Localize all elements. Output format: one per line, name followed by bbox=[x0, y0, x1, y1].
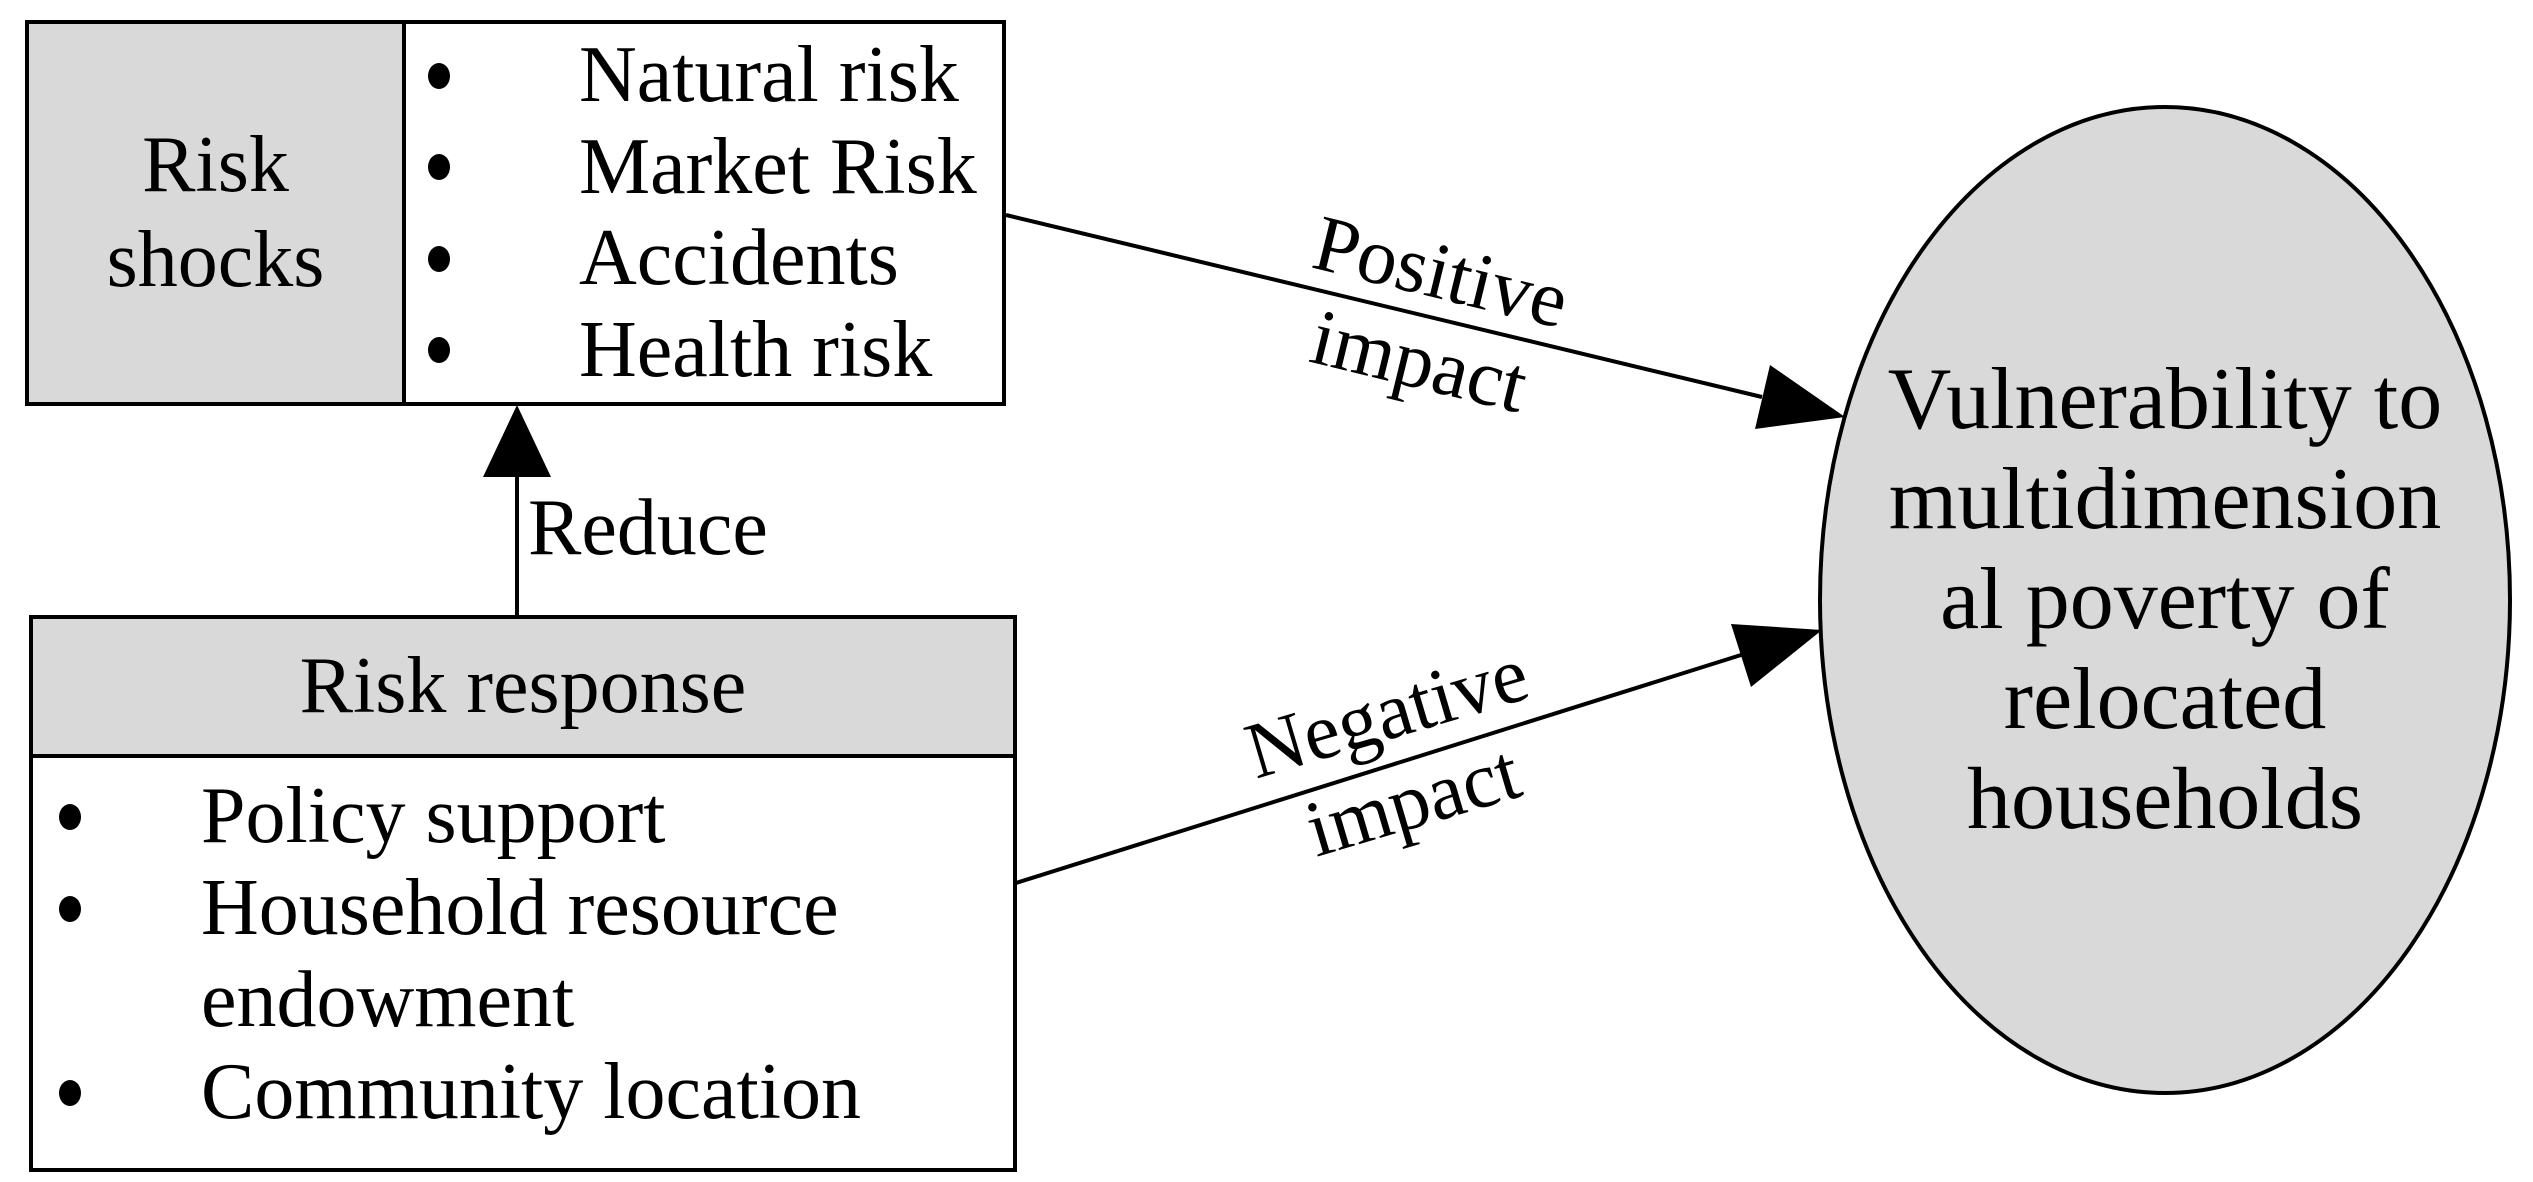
vulnerability-ellipse-text: Vulnerability to multidimension al pover… bbox=[1888, 350, 2442, 850]
bullet-icon bbox=[428, 245, 450, 272]
list-item: Household resource endowment bbox=[59, 862, 1013, 1046]
list-item: Accidents bbox=[428, 213, 1002, 305]
risk-shocks-title: Risk shocks bbox=[106, 121, 325, 304]
bullet-icon bbox=[428, 154, 450, 181]
list-item: Policy support bbox=[59, 770, 1013, 862]
list-item-line: endowment bbox=[201, 956, 575, 1044]
vulnerability-ellipse bbox=[1818, 105, 2512, 1095]
list-item-label: Community location bbox=[201, 1048, 861, 1136]
negative-arrowhead-icon bbox=[1731, 624, 1822, 687]
list-item-label: Policy support bbox=[201, 772, 666, 860]
risk-shocks-header-cell: Risk shocks bbox=[29, 24, 406, 402]
list-item: Natural risk bbox=[428, 30, 1002, 122]
risk-shocks-box: Risk shocks Natural risk Market Risk Acc… bbox=[25, 20, 1006, 406]
list-item-label: Health risk bbox=[579, 305, 933, 394]
list-item-label: Household resource endowment bbox=[201, 862, 839, 1046]
ellipse-text-line: multidimension bbox=[1888, 451, 2442, 548]
list-item-line: Household resource bbox=[201, 864, 839, 952]
risk-response-list: Policy support Household resource endowm… bbox=[33, 758, 1013, 1168]
risk-response-header: Risk response bbox=[33, 619, 1013, 758]
bullet-icon bbox=[428, 62, 450, 89]
positive-arrow-line bbox=[1005, 213, 1763, 399]
positive-arrowhead-icon bbox=[1755, 365, 1845, 429]
negative-arrow-line bbox=[1015, 653, 1742, 885]
bullet-icon bbox=[59, 896, 81, 922]
list-item-label: Market Risk bbox=[579, 122, 977, 211]
risk-response-box: Risk response Policy support Household r… bbox=[29, 615, 1017, 1172]
list-item-label: Accidents bbox=[579, 214, 899, 303]
bullet-icon bbox=[59, 1080, 81, 1106]
risk-shocks-list: Natural risk Market Risk Accidents Healt… bbox=[406, 24, 1002, 402]
risk-response-title: Risk response bbox=[299, 642, 747, 730]
ellipse-text-line: households bbox=[1966, 751, 2363, 848]
reduce-arrow-label: Reduce bbox=[528, 484, 768, 572]
list-item: Health risk bbox=[428, 305, 1002, 397]
bullet-icon bbox=[59, 804, 81, 830]
bullet-icon bbox=[428, 337, 450, 364]
reduce-arrowhead-icon bbox=[483, 405, 551, 477]
ellipse-text-line: relocated bbox=[2003, 651, 2327, 748]
list-item-label: Natural risk bbox=[579, 31, 959, 120]
list-item: Community location bbox=[59, 1046, 1013, 1138]
list-item: Market Risk bbox=[428, 122, 1002, 214]
ellipse-text-line: Vulnerability to bbox=[1887, 351, 2443, 448]
ellipse-text-line: al poverty of bbox=[1940, 551, 2390, 648]
